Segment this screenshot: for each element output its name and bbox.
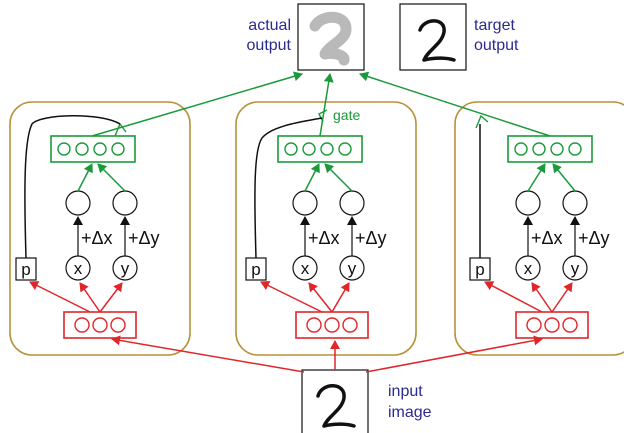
input-image-label: input [388, 383, 423, 400]
svg-text:x: x [74, 259, 83, 278]
target-output-label: target [474, 17, 515, 34]
output-connections [91, 71, 551, 137]
target-output-image [399, 3, 467, 71]
svg-text:y: y [121, 259, 130, 278]
input-image [301, 369, 369, 433]
svg-text:+Δx: +Δx [81, 228, 113, 248]
output-units-right [507, 135, 593, 163]
svg-text:y: y [348, 259, 357, 278]
svg-text:x: x [524, 259, 533, 278]
svg-text:+Δx: +Δx [308, 228, 340, 248]
output-units-left [50, 135, 136, 163]
svg-text:+Δy: +Δy [578, 228, 610, 248]
module-left-contents: x y +Δx +Δy p [15, 115, 160, 339]
target-output-label-line2: output [474, 37, 519, 54]
output-units-center [277, 135, 363, 163]
input-units-right [515, 311, 589, 339]
svg-text:y: y [571, 259, 580, 278]
input-connections [111, 335, 543, 373]
svg-text:+Δx: +Δx [531, 228, 563, 248]
actual-output-label-line2: output [247, 37, 292, 54]
gate-label: gate [333, 107, 360, 123]
svg-text:+Δy: +Δy [128, 228, 160, 248]
input-image-label-line2: image [388, 404, 432, 421]
svg-text:p: p [21, 260, 30, 279]
module-right-contents: x y +Δx +Δy p [469, 114, 610, 339]
svg-text:p: p [251, 260, 260, 279]
capsule-module-right [454, 101, 624, 356]
capsule-module-left [9, 101, 191, 356]
actual-output-label: actual [248, 17, 291, 34]
svg-text:x: x [301, 259, 310, 278]
module-center-contents: gate x y +Δx +Δy p [245, 107, 387, 339]
svg-text:p: p [475, 260, 484, 279]
svg-text:+Δy: +Δy [355, 228, 387, 248]
actual-output-image [297, 3, 365, 71]
